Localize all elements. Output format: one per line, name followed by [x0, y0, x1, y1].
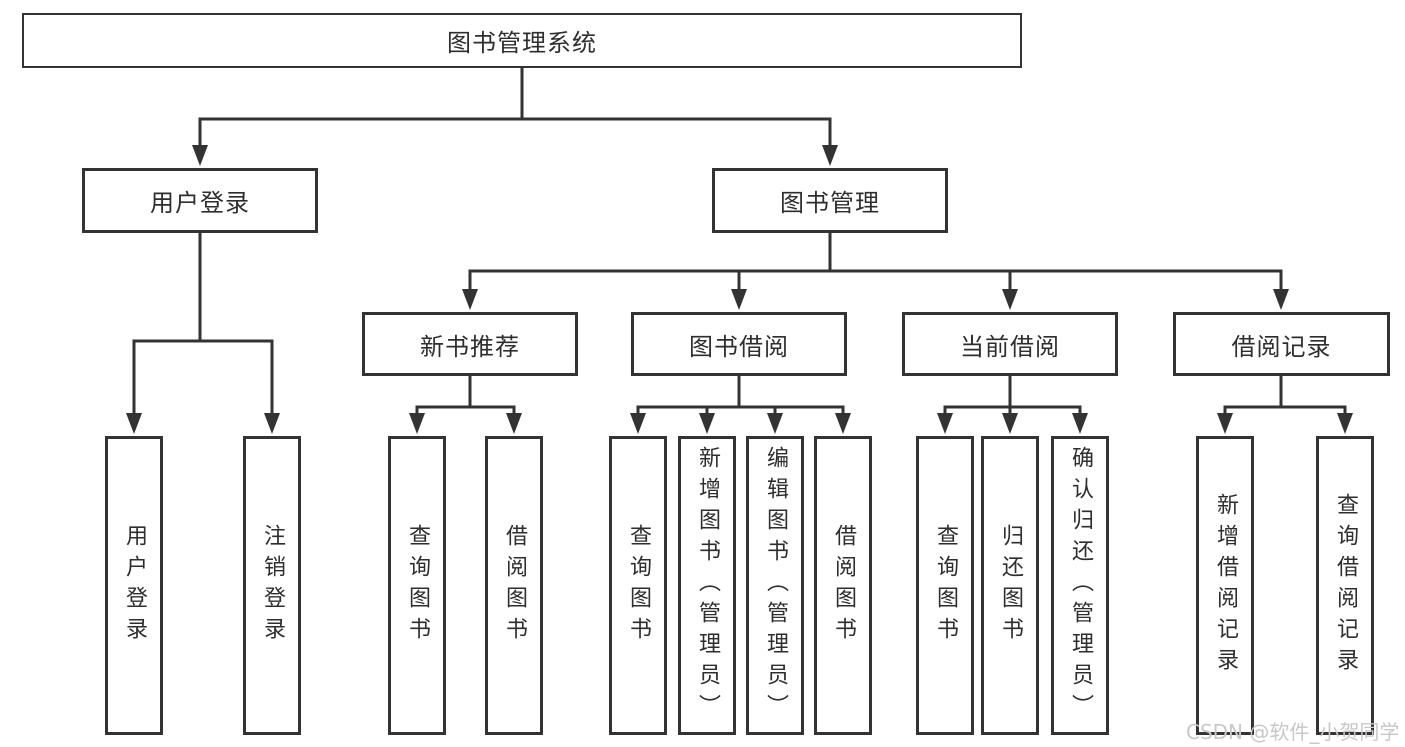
leaf-borrow-record-1-label: 查询借阅记录 — [1333, 492, 1358, 679]
leaf-book-borrow-3-label: 借阅图书 — [831, 523, 856, 648]
leaf-new-book-1-label: 借阅图书 — [502, 523, 527, 648]
leaf-new-book-0-label: 查询图书 — [405, 523, 430, 648]
arrowhead-leaf-book-borrow-2 — [767, 413, 783, 434]
arrowhead-leaf-new-book-0 — [409, 413, 425, 434]
leaf-new-book-1: 借阅图书 — [485, 436, 543, 735]
node-book-borrow-label: 图书借阅 — [689, 332, 789, 361]
node-borrow-record: 借阅记录 — [1173, 312, 1390, 376]
connector-new-book-recommend-to-leaves — [415, 376, 516, 415]
leaf-book-borrow-2-label: 编辑图书（管理员） — [763, 446, 788, 725]
arrowhead-borrow-record — [1273, 289, 1289, 310]
leaf-user-login-1-label: 注销登录 — [260, 523, 285, 648]
connector-root-to-level2 — [198, 68, 832, 147]
node-current-borrow-label: 当前借阅 — [960, 332, 1060, 361]
arrowhead-book-borrow — [731, 289, 747, 310]
connector-borrow-record-to-leaves — [1223, 376, 1347, 415]
arrowhead-leaf-current-borrow-0 — [937, 413, 953, 434]
node-user-login: 用户登录 — [82, 168, 318, 233]
connector-book-borrow-to-leaves — [636, 376, 845, 415]
leaf-borrow-record-1: 查询借阅记录 — [1316, 436, 1374, 735]
arrowhead-leaf-new-book-1 — [506, 413, 522, 434]
arrowhead-leaf-borrow-record-1 — [1337, 413, 1353, 434]
leaf-book-borrow-0: 查询图书 — [609, 436, 667, 735]
leaf-current-borrow-0: 查询图书 — [916, 436, 974, 735]
leaf-book-borrow-2: 编辑图书（管理员） — [746, 436, 804, 735]
connector-current-borrow-to-leaves — [943, 376, 1082, 415]
connector-book-management-to-level3 — [468, 233, 1283, 291]
leaf-current-borrow-2: 确认归还（管理员） — [1051, 436, 1109, 735]
leaf-book-borrow-1: 新增图书（管理员） — [678, 436, 736, 735]
arrowhead-new-book-recommend — [462, 289, 478, 310]
arrowhead-current-borrow — [1002, 289, 1018, 310]
leaf-current-borrow-1: 归还图书 — [981, 436, 1039, 735]
leaf-current-borrow-1-label: 归还图书 — [998, 523, 1023, 648]
arrowhead-user-login — [192, 145, 208, 166]
arrowhead-leaf-current-borrow-1 — [1002, 413, 1018, 434]
node-root-label: 图书管理系统 — [447, 29, 597, 57]
arrowhead-leaf-book-borrow-3 — [835, 413, 851, 434]
leaf-book-borrow-0-label: 查询图书 — [626, 523, 651, 648]
arrowhead-leaf-user-login-1 — [264, 413, 280, 434]
arrowhead-leaf-current-borrow-2 — [1072, 413, 1088, 434]
arrowhead-leaf-borrow-record-0 — [1217, 413, 1233, 434]
node-book-management: 图书管理 — [712, 168, 948, 233]
node-current-borrow: 当前借阅 — [902, 312, 1118, 376]
leaf-borrow-record-0: 新增借阅记录 — [1196, 436, 1254, 735]
arrowhead-leaf-book-borrow-0 — [630, 413, 646, 434]
connector-user-login-to-leaves — [132, 233, 274, 414]
arrowhead-book-management — [822, 145, 838, 166]
leaf-user-login-0-label: 用户登录 — [122, 523, 147, 648]
leaf-book-borrow-3: 借阅图书 — [814, 436, 872, 735]
leaf-user-login-0: 用户登录 — [105, 436, 163, 735]
leaf-borrow-record-0-label: 新增借阅记录 — [1213, 492, 1238, 679]
leaf-book-borrow-1-label: 新增图书（管理员） — [695, 446, 720, 725]
arrowhead-leaf-book-borrow-1 — [699, 413, 715, 434]
node-user-login-label: 用户登录 — [150, 189, 250, 217]
node-borrow-record-label: 借阅记录 — [1231, 332, 1332, 361]
watermark: CSDN @软件_小贺同学 — [1186, 720, 1400, 744]
node-book-management-label: 图书管理 — [780, 189, 880, 217]
leaf-current-borrow-2-label: 确认归还（管理员） — [1068, 446, 1093, 725]
node-root-system: 图书管理系统 — [22, 13, 1022, 68]
leaf-current-borrow-0-label: 查询图书 — [933, 523, 958, 648]
leaf-new-book-0: 查询图书 — [388, 436, 446, 735]
arrowhead-leaf-user-login-0 — [126, 413, 142, 434]
node-new-book-recommend-label: 新书推荐 — [420, 332, 520, 361]
node-new-book-recommend: 新书推荐 — [362, 312, 578, 376]
leaf-user-login-1: 注销登录 — [243, 436, 301, 735]
node-book-borrow: 图书借阅 — [631, 312, 847, 376]
